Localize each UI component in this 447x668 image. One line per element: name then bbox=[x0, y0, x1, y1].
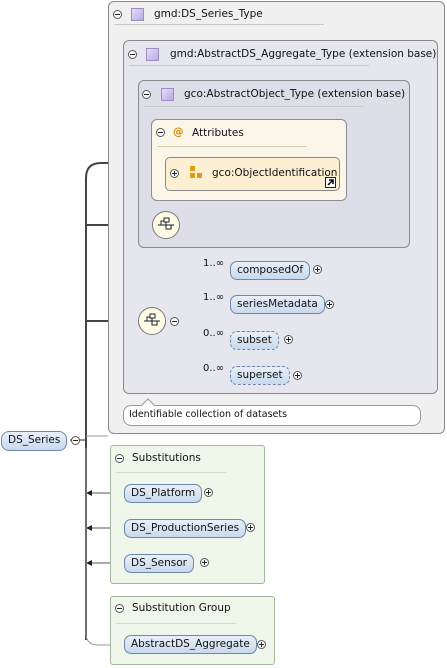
substitutions-title: Substitutions bbox=[132, 452, 201, 464]
sequence-compositor-lower[interactable] bbox=[138, 307, 166, 335]
substitution-group-title: Substitution Group bbox=[132, 602, 231, 614]
element-DS_ProductionSeries[interactable]: DS_ProductionSeries bbox=[124, 519, 247, 538]
root-collapse-icon[interactable] bbox=[71, 436, 80, 445]
root-connector bbox=[85, 162, 156, 640]
attribute-group-box[interactable] bbox=[165, 157, 340, 191]
element-expand-icon[interactable] bbox=[313, 265, 322, 274]
attributes-title: Attributes bbox=[192, 127, 244, 139]
substitution-group-collapse-icon[interactable] bbox=[115, 604, 124, 613]
element-label: composedOf bbox=[237, 264, 304, 276]
element-expand-icon[interactable] bbox=[325, 300, 334, 309]
multiplicity-label: 1..∞ bbox=[203, 258, 225, 269]
sequence-icon bbox=[144, 313, 160, 326]
element-composedOf[interactable]: composedOf bbox=[230, 261, 311, 280]
element-expand-icon[interactable] bbox=[204, 488, 213, 497]
aggregate-type-title: gmd:AbstractDS_Aggregate_Type (extension… bbox=[170, 48, 437, 60]
series-type-title: gmd:DS_Series_Type bbox=[154, 8, 263, 20]
multiplicity-label: 1..∞ bbox=[203, 292, 225, 303]
element-subset[interactable]: subset bbox=[230, 331, 279, 350]
element-label: superset bbox=[237, 369, 283, 381]
attribute-group-label: gco:ObjectIdentification bbox=[212, 167, 338, 179]
attribute-group-icon bbox=[190, 166, 202, 178]
shortcut-arrow-icon[interactable] bbox=[325, 177, 336, 188]
sequence-compositor-upper[interactable] bbox=[152, 211, 180, 239]
complex-type-icon bbox=[146, 48, 159, 61]
element-label: subset bbox=[237, 334, 272, 346]
series-type-collapse-icon[interactable] bbox=[113, 10, 122, 19]
element-DS_Sensor[interactable]: DS_Sensor bbox=[124, 554, 194, 573]
substitution-group-connector bbox=[85, 448, 124, 646]
documentation-text: Identifiable collection of datasets bbox=[129, 409, 288, 420]
element-expand-icon[interactable] bbox=[284, 335, 293, 344]
element-expand-icon[interactable] bbox=[257, 640, 266, 649]
element-seriesMetadata[interactable]: seriesMetadata bbox=[230, 295, 325, 314]
documentation-pointer bbox=[140, 398, 156, 407]
element-AbstractDS_Aggregate[interactable]: AbstractDS_Aggregate bbox=[124, 635, 257, 654]
element-expand-icon[interactable] bbox=[293, 371, 302, 380]
element-label: DS_Series bbox=[8, 434, 61, 446]
substitutions-collapse-icon[interactable] bbox=[115, 454, 124, 463]
sequence-collapse-icon[interactable] bbox=[170, 317, 179, 326]
documentation-note: Identifiable collection of datasets bbox=[123, 405, 421, 426]
root-element-DS_Series[interactable]: DS_Series bbox=[1, 431, 68, 451]
element-label: seriesMetadata bbox=[237, 298, 318, 310]
element-label: AbstractDS_Aggregate bbox=[131, 638, 250, 650]
at-icon: @ bbox=[173, 126, 184, 138]
object-type-title: gco:AbstractObject_Type (extension base) bbox=[184, 88, 406, 100]
multiplicity-label: 0..∞ bbox=[203, 328, 225, 339]
aggregate-type-collapse-icon[interactable] bbox=[128, 50, 137, 59]
sequence-icon bbox=[158, 217, 174, 230]
element-DS_Platform[interactable]: DS_Platform bbox=[124, 484, 203, 503]
element-label: DS_Sensor bbox=[131, 557, 187, 569]
element-superset[interactable]: superset bbox=[230, 366, 290, 385]
complex-type-icon bbox=[161, 88, 174, 101]
complex-type-icon bbox=[131, 8, 144, 21]
element-label: DS_ProductionSeries bbox=[131, 522, 240, 534]
object-type-collapse-icon[interactable] bbox=[142, 90, 151, 99]
attributes-collapse-icon[interactable] bbox=[156, 128, 165, 137]
element-expand-icon[interactable] bbox=[246, 523, 255, 532]
multiplicity-label: 0..∞ bbox=[203, 363, 225, 374]
attribute-expand-icon[interactable] bbox=[170, 169, 179, 178]
element-label: DS_Platform bbox=[131, 487, 196, 499]
element-expand-icon[interactable] bbox=[200, 558, 209, 567]
